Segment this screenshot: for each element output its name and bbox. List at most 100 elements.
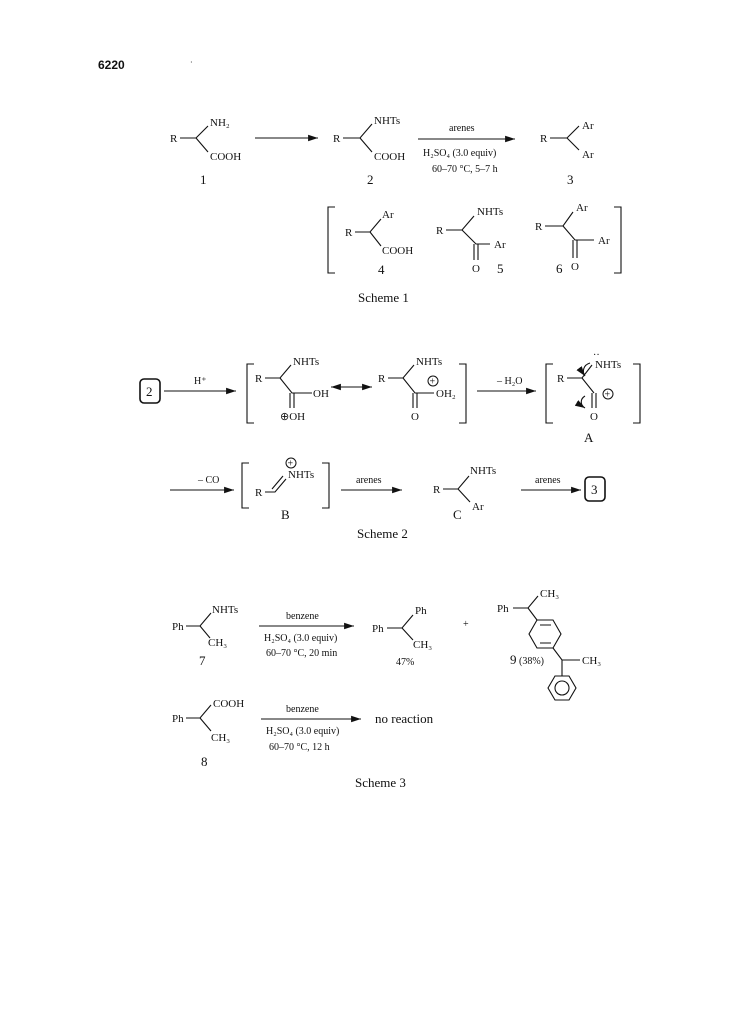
ch3-label: CH₃ [211, 732, 230, 744]
label-a: A [584, 430, 594, 445]
plus-sign: + [430, 377, 436, 388]
r-label: R [255, 373, 263, 385]
arrow-label-arenes: arenes [356, 475, 382, 486]
bracket-right [614, 206, 622, 274]
arrow-reagent-2: H₂SO₄ (3.0 equiv) [266, 726, 339, 737]
cooh-label: COOH [382, 245, 413, 257]
bracket-left [241, 462, 249, 509]
boxed-compound-3 [584, 476, 606, 502]
yield-47: 47% [396, 657, 414, 668]
compound-1: R NH₂ COOH 1 [170, 117, 241, 187]
plus-sign-label: + [463, 619, 469, 630]
nhts-label: NHTs [374, 115, 400, 127]
co-loss-label: – CO [197, 475, 219, 486]
ch3-label: CH₃ [208, 637, 227, 649]
cooh-label: COOH [210, 151, 241, 163]
arrow-conditions: 60–70 °C, 20 min [266, 648, 337, 659]
ar-label: Ar [382, 209, 394, 221]
r-label: R [345, 227, 353, 239]
bracket-left [327, 206, 335, 274]
r-label: R [535, 221, 543, 233]
page-number: 6220 [98, 58, 125, 72]
carbonyl-o: O [590, 411, 598, 423]
intermediate-oxonium: R NHTs + OH₂ O [378, 356, 456, 423]
scheme-2: 2 H⁺ R NHTs OH ⊕OH R NHTs + OH₂ O – H₂O … [139, 350, 641, 541]
oh2-label: OH₂ [436, 388, 456, 400]
compound-8: Ph COOH CH₃ 8 [172, 698, 244, 769]
ar-label: Ar [494, 239, 506, 251]
ar-label-2: Ar [582, 149, 594, 161]
label-b: B [281, 507, 290, 522]
no-reaction-label: no reaction [375, 711, 434, 726]
compound-number-9: 9 [510, 652, 517, 667]
carbonyl-o: O [411, 411, 419, 423]
cooh-label: COOH [374, 151, 405, 163]
arrow-reagent: H₂SO₄ (3.0 equiv) [423, 148, 496, 159]
ar-label-1: Ar [576, 202, 588, 214]
r-label: R [378, 373, 386, 385]
compound-9: Ph CH₃ CH₃ 9 (38%) [497, 588, 601, 701]
compound-number-2: 2 [367, 172, 374, 187]
arrow-conditions-2: 60–70 °C, 12 h [269, 742, 330, 753]
oh-plus-label: ⊕OH [280, 411, 305, 423]
compound-3: R Ar Ar 3 [540, 120, 594, 187]
cooh-label: COOH [213, 698, 244, 710]
phenyl-ring [547, 675, 577, 701]
oh-label: OH [313, 388, 329, 400]
stray-dot: · [190, 58, 193, 67]
compound-number-5: 5 [497, 261, 504, 276]
scheme-2-caption: Scheme 2 [357, 526, 408, 541]
compound-4: R Ar COOH 4 [345, 209, 413, 277]
arrow-reagent: H₂SO₄ (3.0 equiv) [264, 633, 337, 644]
r-label: R [333, 133, 341, 145]
arrow-conditions: 60–70 °C, 5–7 h [432, 164, 498, 175]
lone-pair: ·· [593, 350, 600, 361]
bracket-right [322, 462, 330, 509]
scheme-3: Ph NHTs CH₃ 7 benzene H₂SO₄ (3.0 equiv) … [172, 588, 601, 790]
ch3-label-bottom: CH₃ [582, 655, 601, 667]
boxed-compound-2 [139, 378, 161, 404]
boxed-number-2: 2 [146, 384, 153, 399]
intermediate-c: R NHTs Ar [433, 465, 496, 513]
r-label: R [540, 133, 548, 145]
boxed-number-3: 3 [591, 482, 598, 497]
nhts-label: NHTs [477, 206, 503, 218]
ar-label-2: Ar [598, 235, 610, 247]
compound-7: Ph NHTs CH₃ 7 [172, 604, 238, 668]
arrow-label-benzene-2: benzene [286, 704, 319, 715]
iminium-b: + R NHTs [255, 457, 314, 499]
bracket-left [545, 363, 553, 424]
carbonyl-o: O [472, 263, 480, 275]
compound-6: R Ar Ar O 6 [535, 202, 610, 276]
ch3-label: CH₃ [413, 639, 432, 651]
ph-label-2: Ph [415, 605, 427, 617]
bracket-left [246, 363, 254, 424]
ph-label-1: Ph [372, 623, 384, 635]
nhts-label: NHTs [416, 356, 442, 368]
r-label: R [170, 133, 178, 145]
ar-label: Ar [472, 501, 484, 513]
ar-label-1: Ar [582, 120, 594, 132]
ph-label: Ph [172, 713, 184, 725]
ph-label: Ph [172, 621, 184, 633]
compound-5: R NHTs Ar O 5 [436, 206, 506, 276]
plus-charge-icon [285, 457, 297, 469]
nhts-label: NHTs [595, 359, 621, 371]
carbonyl-o: O [571, 261, 579, 273]
scheme-1: R NH₂ COOH 1 R NHTs COOH 2 arenes H₂SO₄ … [170, 115, 622, 305]
para-phenylene-ring [528, 619, 562, 649]
intermediate-a: ·· R NHTs + O [557, 350, 621, 423]
yield-38: (38%) [519, 656, 544, 667]
ch3-label-top: CH₃ [540, 588, 559, 600]
r-label: R [433, 484, 441, 496]
plus-sign: + [288, 459, 294, 470]
nhts-label: NHTs [293, 356, 319, 368]
plus-charge-icon [427, 375, 439, 387]
nhts-label: NHTs [212, 604, 238, 616]
r-label: R [557, 373, 565, 385]
nh2-label: NH₂ [210, 117, 230, 129]
product-1-1-diphenylethane: Ph Ph CH₃ 47% [372, 605, 432, 668]
plus-sign: + [605, 390, 611, 401]
nhts-label: NHTs [288, 469, 314, 481]
